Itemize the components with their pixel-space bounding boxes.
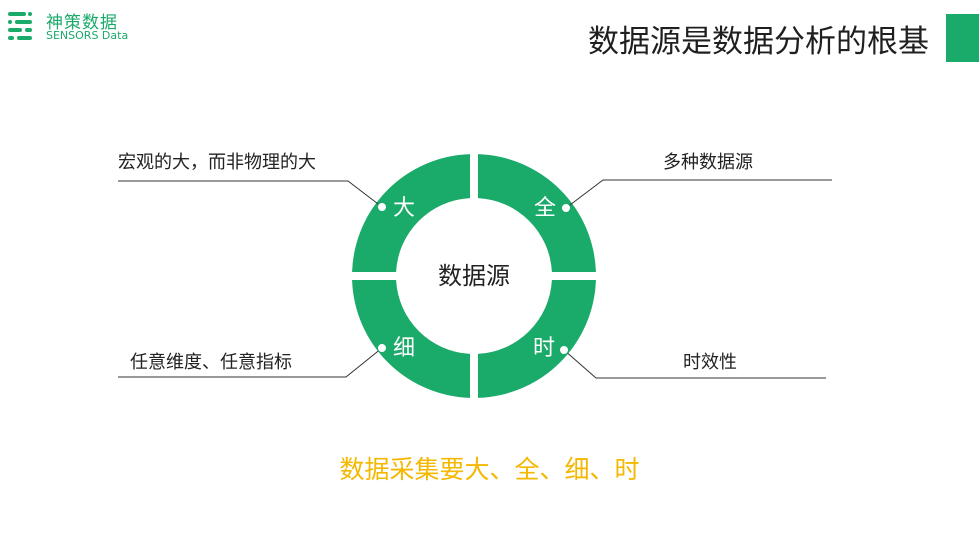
quadrant-label-top-left: 大 <box>393 196 415 221</box>
dot-top-left <box>377 202 387 212</box>
quadrant-top-left <box>352 154 470 272</box>
quadrant-label-top-right: 全 <box>534 196 556 221</box>
dot-bottom-left <box>377 343 387 353</box>
leader-line-top-right <box>565 179 832 209</box>
diagram-center-label: 数据源 <box>438 262 510 290</box>
summary-text: 数据采集要大、全、细、时 <box>339 455 640 484</box>
label-top-right: 多种数据源 <box>663 152 753 173</box>
leader-line-bottom-left <box>118 347 383 378</box>
quadrant-bottom-left <box>352 280 470 398</box>
label-bottom-left: 任意维度、任意指标 <box>130 352 292 373</box>
title-accent-bar <box>946 14 979 62</box>
logo-name-cn: 神策数据 <box>46 13 118 33</box>
quadrant-label-bottom-right: 时 <box>533 336 555 361</box>
quadrant-top-right <box>478 154 596 272</box>
dot-bottom-right <box>559 345 569 355</box>
sensors-logo-icon <box>8 12 32 40</box>
label-bottom-right: 时效性 <box>683 352 737 373</box>
quadrant-bottom-right <box>478 280 596 398</box>
logo-name-en: SENSORS Data <box>46 29 129 42</box>
page-title: 数据源是数据分析的根基 <box>588 24 929 60</box>
quadrant-label-bottom-left: 细 <box>393 336 415 361</box>
label-top-left: 宏观的大，而非物理的大 <box>118 152 316 173</box>
brand-logo: 神策数据 SENSORS Data <box>6 8 136 44</box>
dot-top-right <box>561 203 571 213</box>
leader-line-bottom-right <box>563 349 826 379</box>
leader-line-top-left <box>118 180 383 208</box>
